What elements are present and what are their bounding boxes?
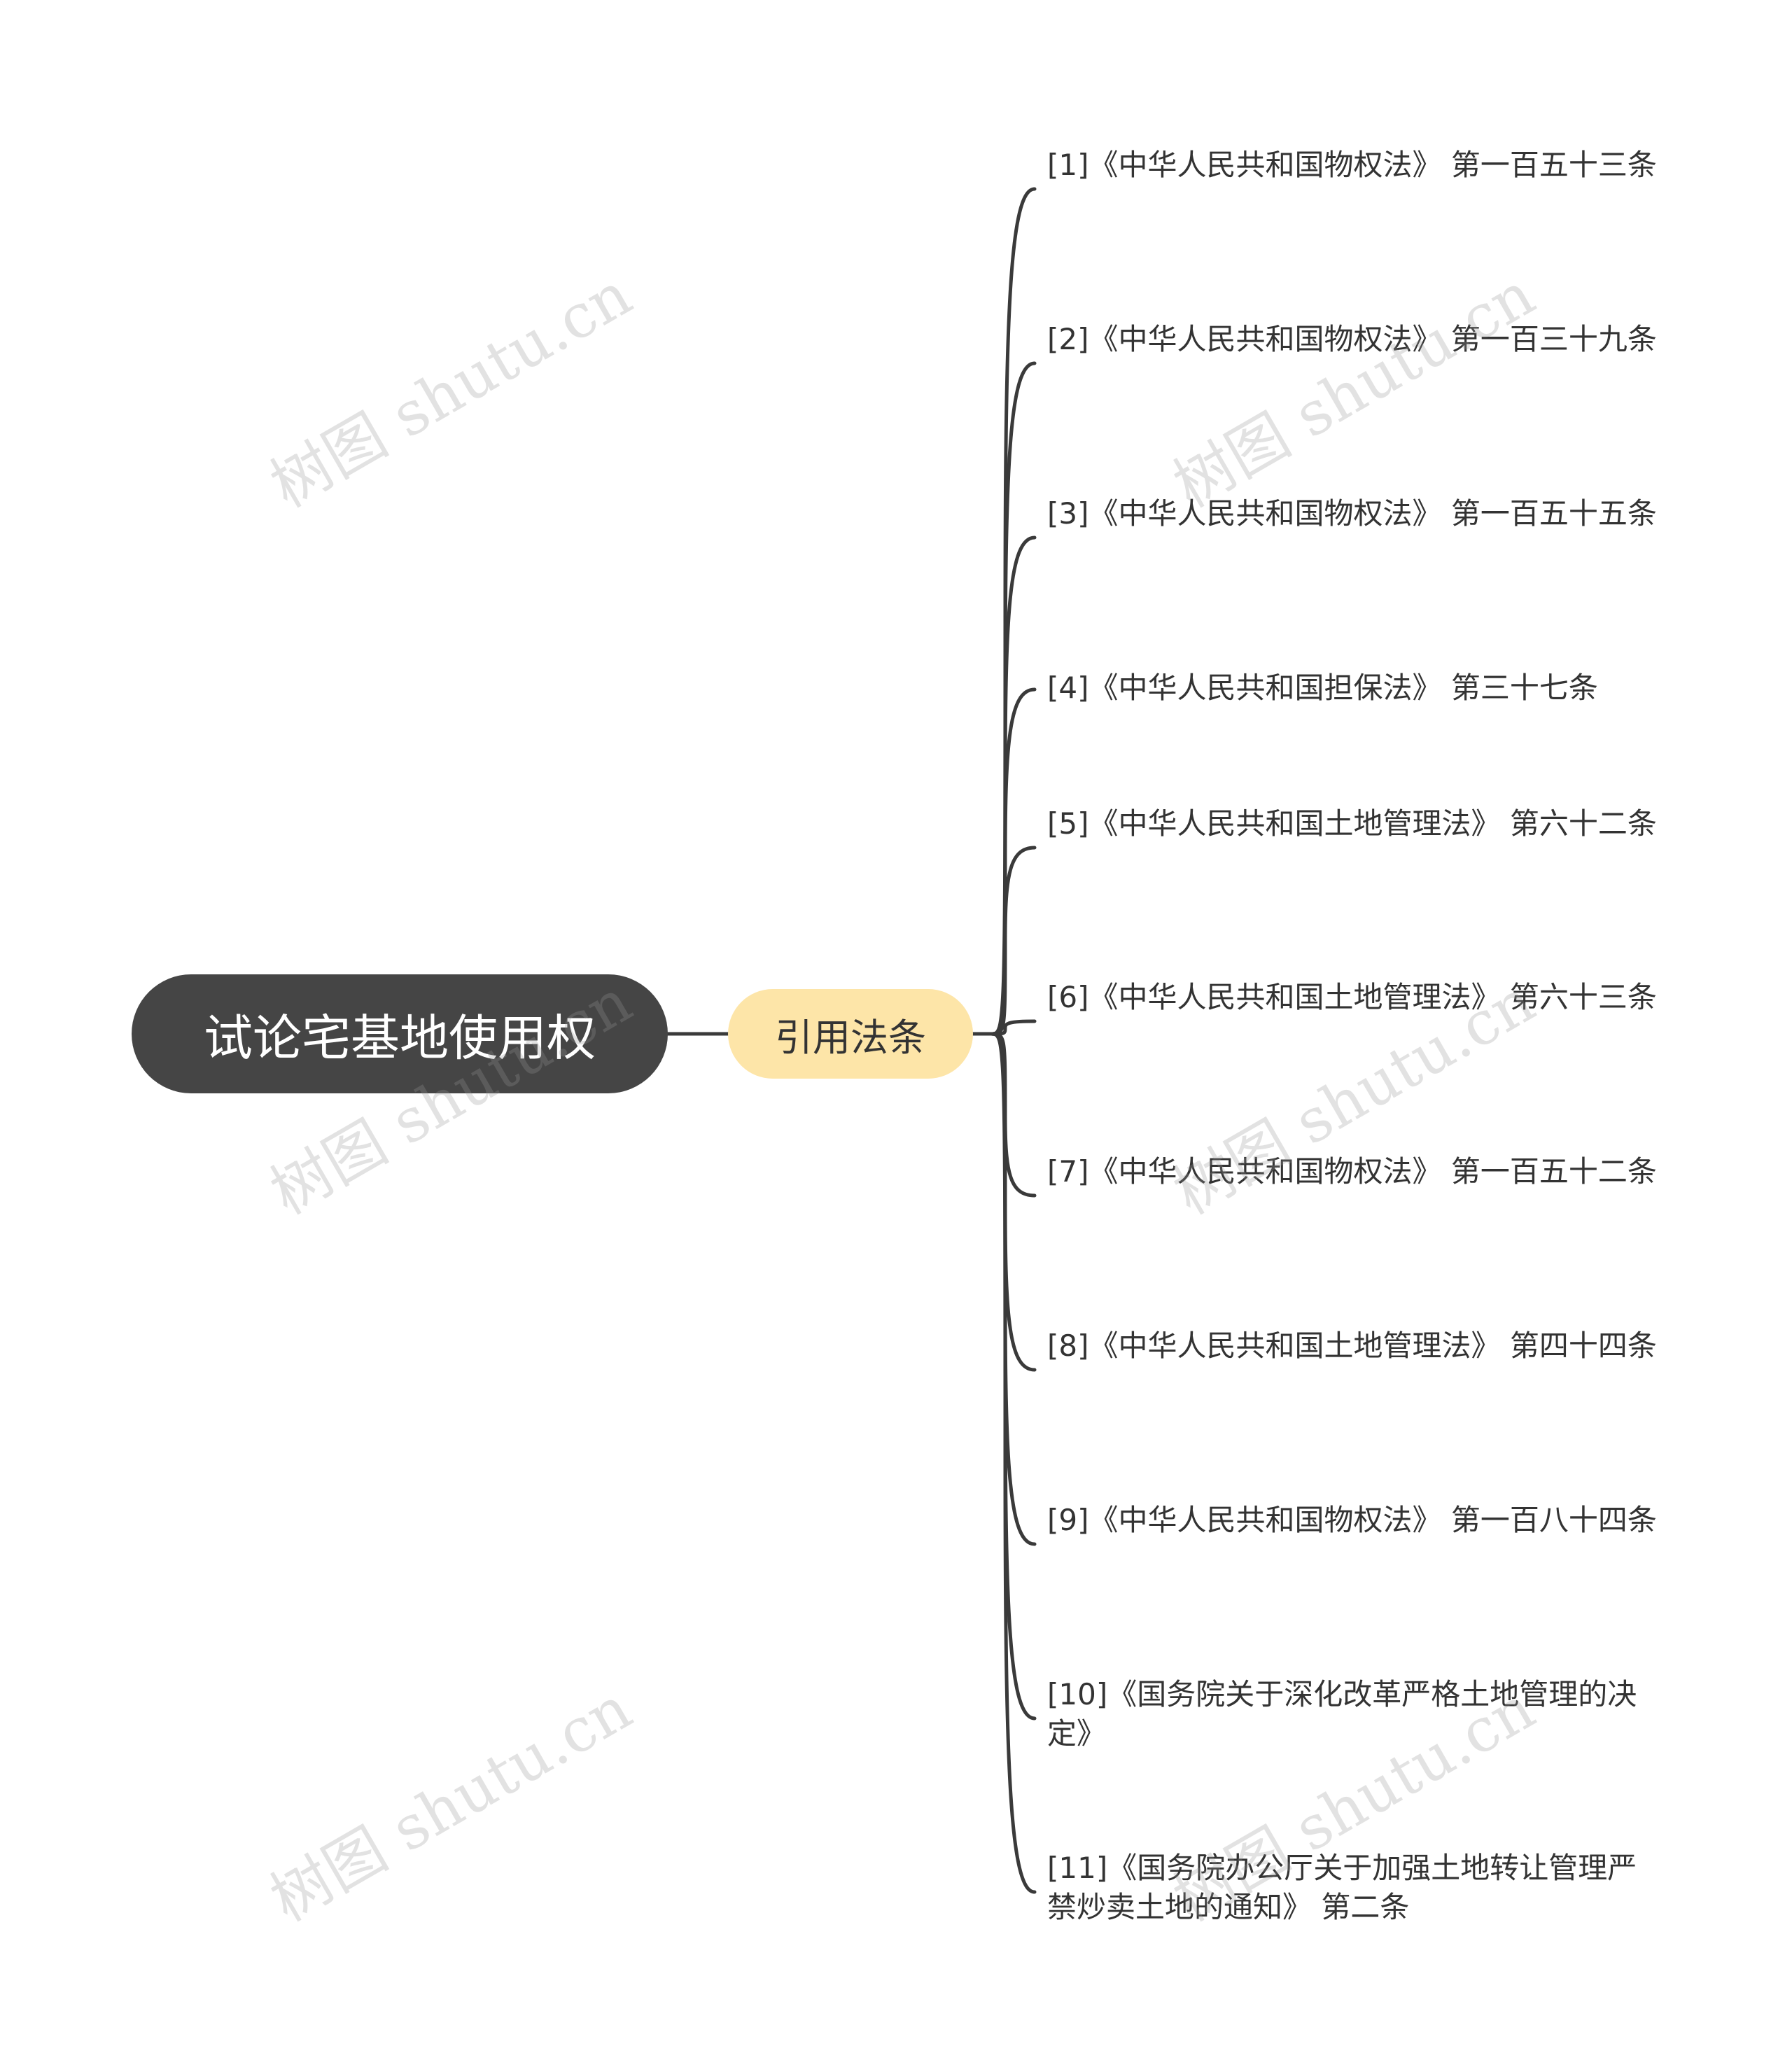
leaf-topic[interactable]: [10]《国务院关于深化改革严格土地管理的决定》 <box>1047 1677 1637 1751</box>
branch-to-leaf-line <box>971 1032 1037 1894</box>
leaf-topic[interactable]: [1]《中华人民共和国物权法》 第一百五十三条 <box>1047 148 1657 182</box>
root-topic[interactable]: 试论宅基地使用权 <box>132 974 668 1093</box>
leaf-topic[interactable]: [3]《中华人民共和国物权法》 第一百五十五条 <box>1047 496 1657 531</box>
leaf-topic[interactable]: [2]《中华人民共和国物权法》 第一百三十九条 <box>1047 322 1657 356</box>
leaf-topic[interactable]: [7]《中华人民共和国物权法》 第一百五十二条 <box>1047 1154 1657 1189</box>
branch-topic-label: 引用法条 <box>775 1015 926 1060</box>
root-topic-label: 试论宅基地使用权 <box>204 1009 596 1067</box>
leaf-topic[interactable]: [11]《国务院办公厅关于加强土地转让管理严禁炒卖土地的通知》 第二条 <box>1047 1851 1637 1924</box>
leaf-topic[interactable]: [4]《中华人民共和国担保法》 第三十七条 <box>1047 671 1598 705</box>
leaf-topic[interactable]: [6]《中华人民共和国土地管理法》 第六十三条 <box>1047 980 1657 1014</box>
branch-topic-citations[interactable]: 引用法条 <box>728 989 973 1079</box>
leaf-topic[interactable]: [8]《中华人民共和国土地管理法》 第四十四条 <box>1047 1329 1657 1363</box>
leaf-topic[interactable]: [5]《中华人民共和国土地管理法》 第六十二条 <box>1047 806 1657 841</box>
leaf-topic[interactable]: [9]《中华人民共和国物权法》 第一百八十四条 <box>1047 1503 1657 1537</box>
